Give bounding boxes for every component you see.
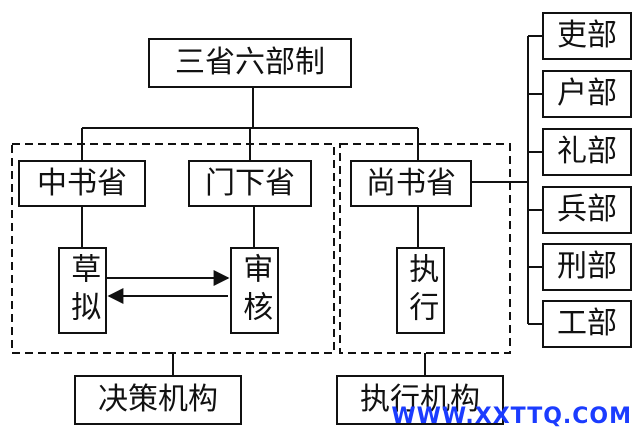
ministry-box: 工部 — [542, 300, 632, 348]
title-box: 三省六部制 — [148, 38, 352, 88]
executive-org-box: 执行机构 — [336, 375, 504, 425]
executive-group-frame — [339, 143, 511, 354]
ministry-box: 兵部 — [542, 186, 632, 234]
zhongshu-box: 中书省 — [18, 160, 146, 207]
watermark: WWW.XXTTQ.COM — [391, 404, 632, 429]
review-box: 审核 — [230, 247, 279, 334]
menxia-box: 门下省 — [188, 160, 312, 207]
decision-org-box: 决策机构 — [74, 375, 242, 425]
execute-box: 执行 — [396, 247, 445, 334]
shangshu-box: 尚书省 — [350, 160, 472, 207]
ministry-box: 吏部 — [542, 12, 632, 60]
draft-box: 草拟 — [58, 247, 107, 334]
ministry-box: 刑部 — [542, 243, 632, 291]
ministry-box: 户部 — [542, 70, 632, 118]
ministry-box: 礼部 — [542, 128, 632, 176]
